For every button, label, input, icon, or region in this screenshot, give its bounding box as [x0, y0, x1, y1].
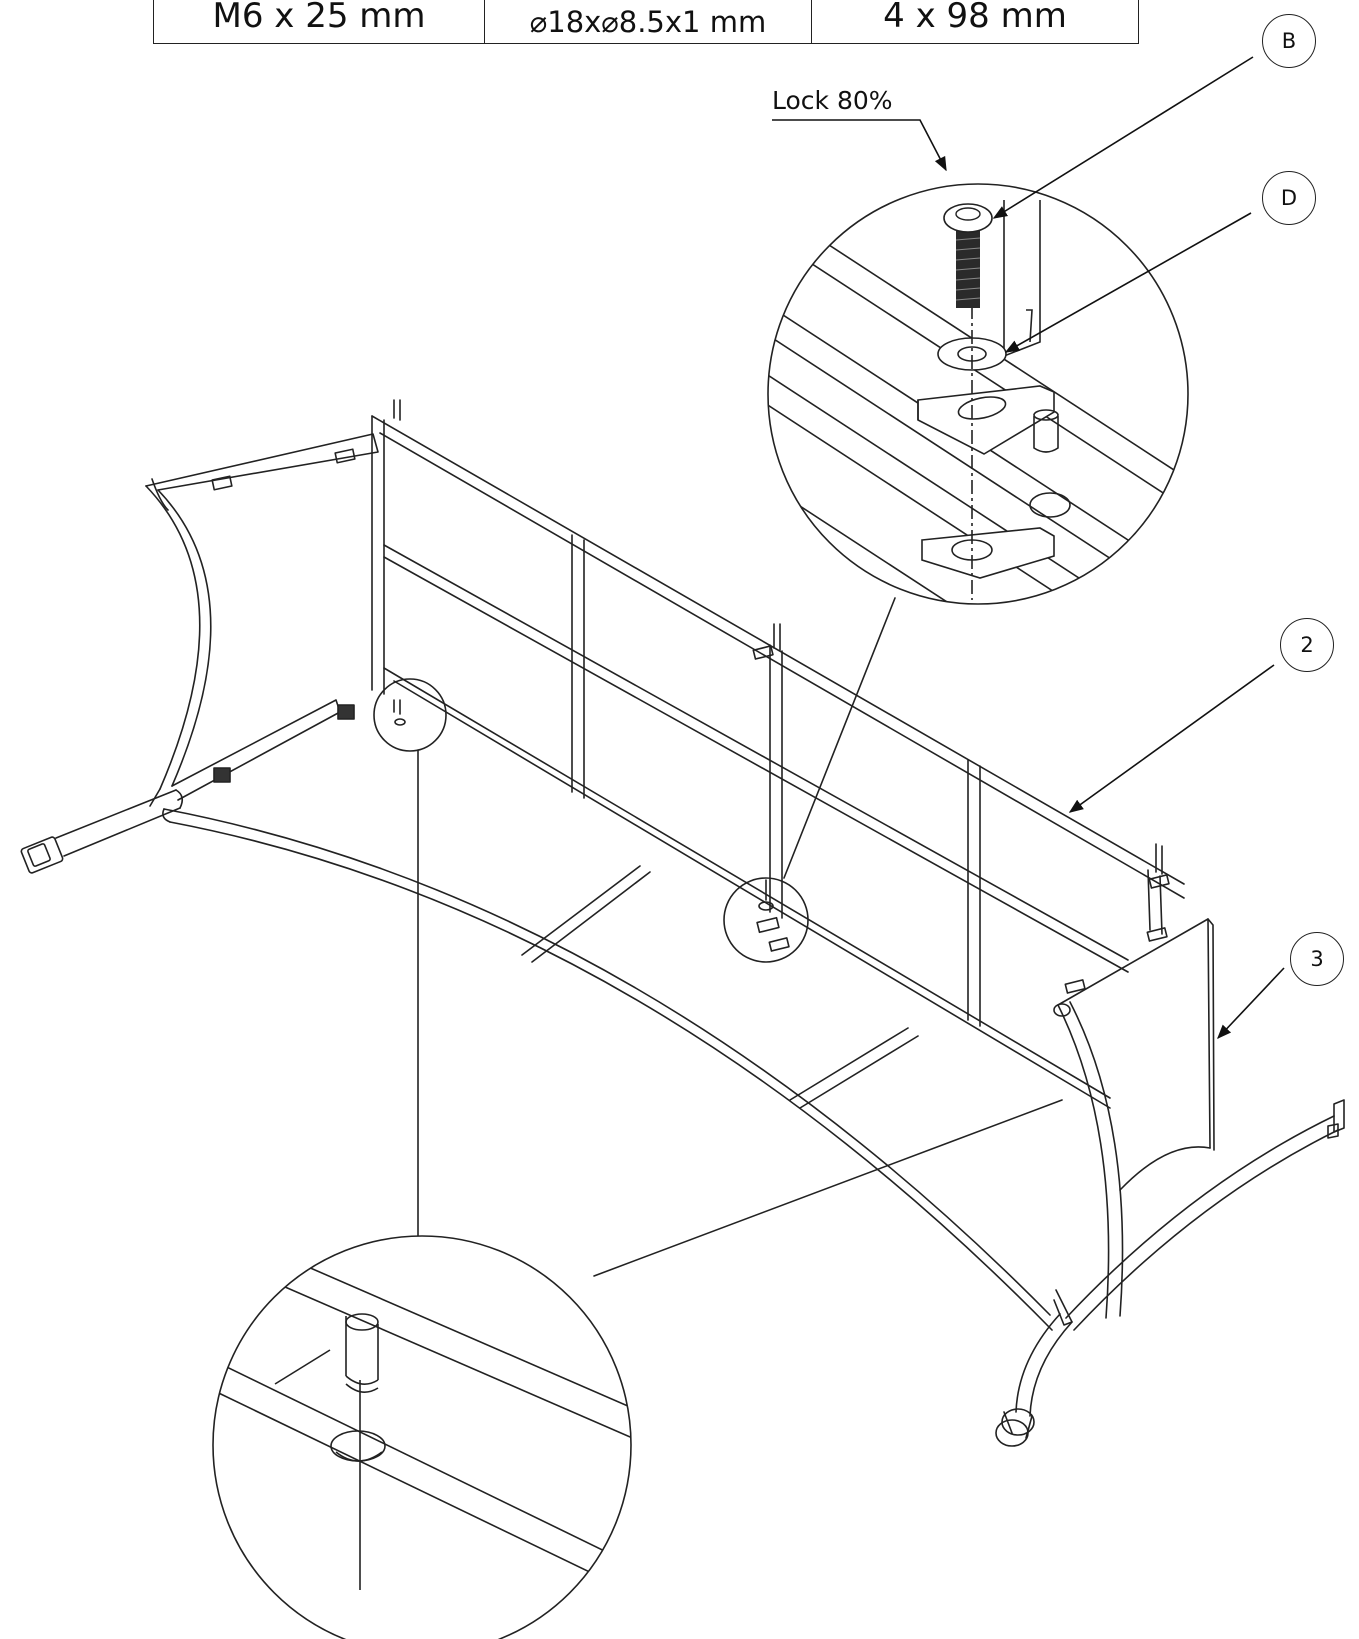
left-end-frame — [145, 433, 379, 807]
washer-spec: ⌀18x⌀8.5x1 mm — [484, 0, 811, 43]
back-frame-panel — [371, 399, 1185, 1109]
count-spec: 4 x 98 mm — [811, 0, 1138, 43]
leader-line-bottom-detail-b — [593, 1099, 1063, 1277]
leader-panel-3-callout — [1217, 967, 1285, 1040]
callout-bolt: B — [1262, 14, 1316, 68]
callout-frame-panel: 2 — [1280, 618, 1334, 672]
leader-washer-callout — [1004, 212, 1252, 353]
magnified-detail-top — [767, 183, 1189, 605]
detail-marker-bottom — [373, 678, 447, 752]
callout-washer: D — [1262, 171, 1316, 225]
leader-bolt-callout — [992, 56, 1254, 219]
callout-end-panel: 3 — [1290, 932, 1344, 986]
small-bolt-detail — [756, 879, 790, 952]
bolt-spec: M6 x 25 mm — [212, 0, 426, 36]
leader-panel-2-callout — [1068, 664, 1275, 813]
leader-lock-note — [772, 119, 947, 172]
parts-table: M6 x 25 mm ⌀18x⌀8.5x1 mm 4 x 98 mm — [153, 0, 1139, 44]
magnified-detail-bottom — [212, 1235, 632, 1639]
floor-slats — [521, 865, 919, 1109]
leader-line-top-detail — [783, 597, 896, 879]
front-curved-rail — [162, 808, 1053, 1331]
bolt-graphic — [943, 203, 993, 308]
detail-marker-top — [723, 877, 809, 963]
left-foot-tube — [20, 789, 184, 874]
lock-note: Lock 80% — [772, 86, 893, 115]
right-foot-tube — [995, 1099, 1345, 1447]
right-end-panel — [1053, 918, 1215, 1326]
small-pin-detail — [393, 699, 406, 726]
